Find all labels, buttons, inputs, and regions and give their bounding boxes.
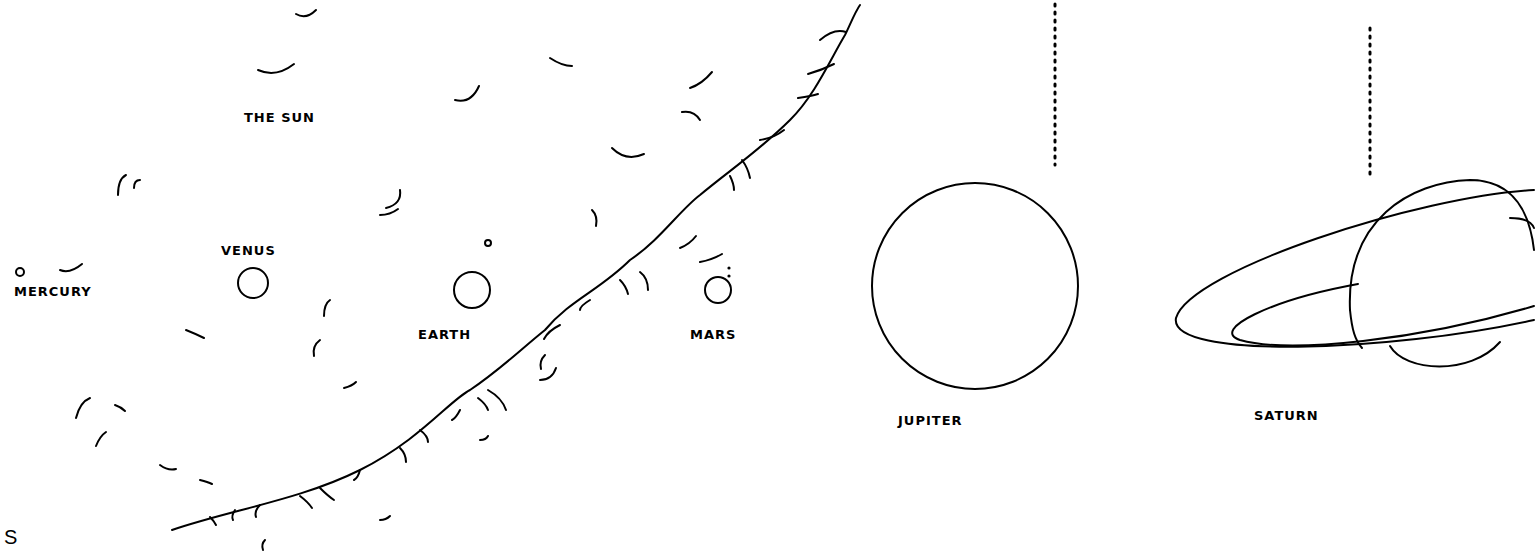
planet-label: EARTH (418, 327, 471, 342)
dotted-line (1054, 4, 1057, 165)
sun-label: THE SUN (244, 110, 315, 125)
sun-edge (172, 5, 860, 530)
planet-label: VENUS (221, 243, 276, 258)
saturn-ring-tip (1510, 218, 1534, 228)
dotted-line (1369, 28, 1372, 180)
mercury-planet (16, 268, 24, 276)
planet-label: SATURN (1254, 408, 1319, 423)
saturn-globe (1350, 310, 1362, 348)
saturn-outer-ring (1176, 190, 1534, 347)
saturn-inner-ring (1232, 284, 1534, 345)
earth-planet (454, 272, 490, 308)
stray-letter: S (4, 526, 17, 549)
saturn-globe (1350, 180, 1534, 310)
jupiter-planet (872, 183, 1078, 389)
planet-label: MERCURY (14, 284, 92, 299)
moon (485, 240, 491, 246)
mars-planet (705, 277, 731, 303)
venus-planet (238, 268, 268, 298)
planet-label: JUPITER (898, 413, 963, 428)
saturn-globe (1390, 342, 1500, 367)
planet-label: MARS (690, 327, 736, 342)
